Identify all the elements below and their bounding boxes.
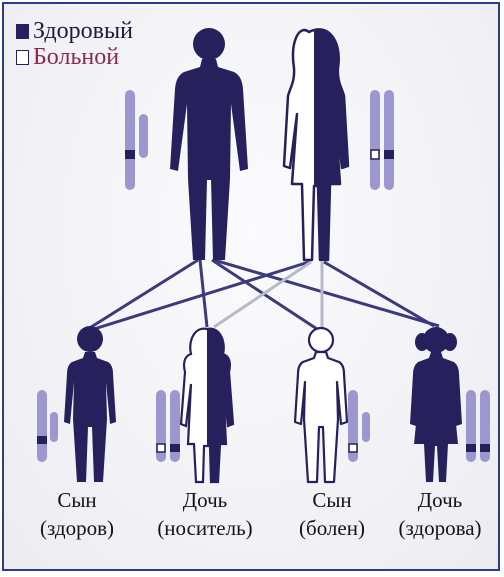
mother-silhouette: [284, 29, 348, 260]
caption-status: (болен): [282, 514, 382, 542]
daughter-healthy-silhouette: [410, 327, 462, 482]
caption-status: (здорова): [384, 514, 496, 542]
filled-square-icon: [16, 24, 29, 39]
empty-square-icon: [16, 50, 29, 65]
line-father-daughter2: [214, 260, 439, 326]
caption-daughter-carrier: Дочь (носитель): [140, 486, 270, 542]
line-father-son1: [88, 260, 198, 329]
legend-sick-label: Больной: [33, 44, 119, 70]
daughter-carrier-silhouette: [181, 329, 233, 482]
father-chromosomes: [125, 90, 148, 190]
father-silhouette: [170, 28, 248, 260]
inheritance-diagram: [4, 4, 498, 569]
inheritance-lines: [88, 260, 439, 329]
caption-title: Сын: [22, 486, 132, 514]
daughter-healthy-chromosomes: [466, 390, 490, 462]
caption-title: Сын: [282, 486, 382, 514]
son-sick-chromosomes: [348, 390, 370, 462]
legend-healthy-label: Здоровый: [33, 18, 133, 44]
caption-son-sick: Сын (болен): [282, 486, 382, 542]
legend: Здоровый Больной: [16, 18, 133, 70]
son-healthy-chromosomes: [37, 390, 58, 462]
daughter-carrier-chromosomes: [156, 390, 180, 462]
caption-daughter-healthy: Дочь (здорова): [384, 486, 496, 542]
pedigree-figure: Здоровый Больной Сын (здоров) Дочь (носи…: [2, 2, 500, 571]
legend-healthy: Здоровый: [16, 18, 133, 44]
caption-status: (носитель): [140, 514, 270, 542]
son-sick-silhouette: [295, 328, 347, 482]
line-mother-daughter2: [324, 262, 434, 326]
son-healthy-silhouette: [64, 326, 116, 482]
caption-title: Дочь: [384, 486, 496, 514]
caption-title: Дочь: [140, 486, 270, 514]
caption-son-healthy: Сын (здоров): [22, 486, 132, 542]
legend-sick: Больной: [16, 44, 133, 70]
caption-status: (здоров): [22, 514, 132, 542]
mother-chromosomes: [370, 90, 394, 190]
